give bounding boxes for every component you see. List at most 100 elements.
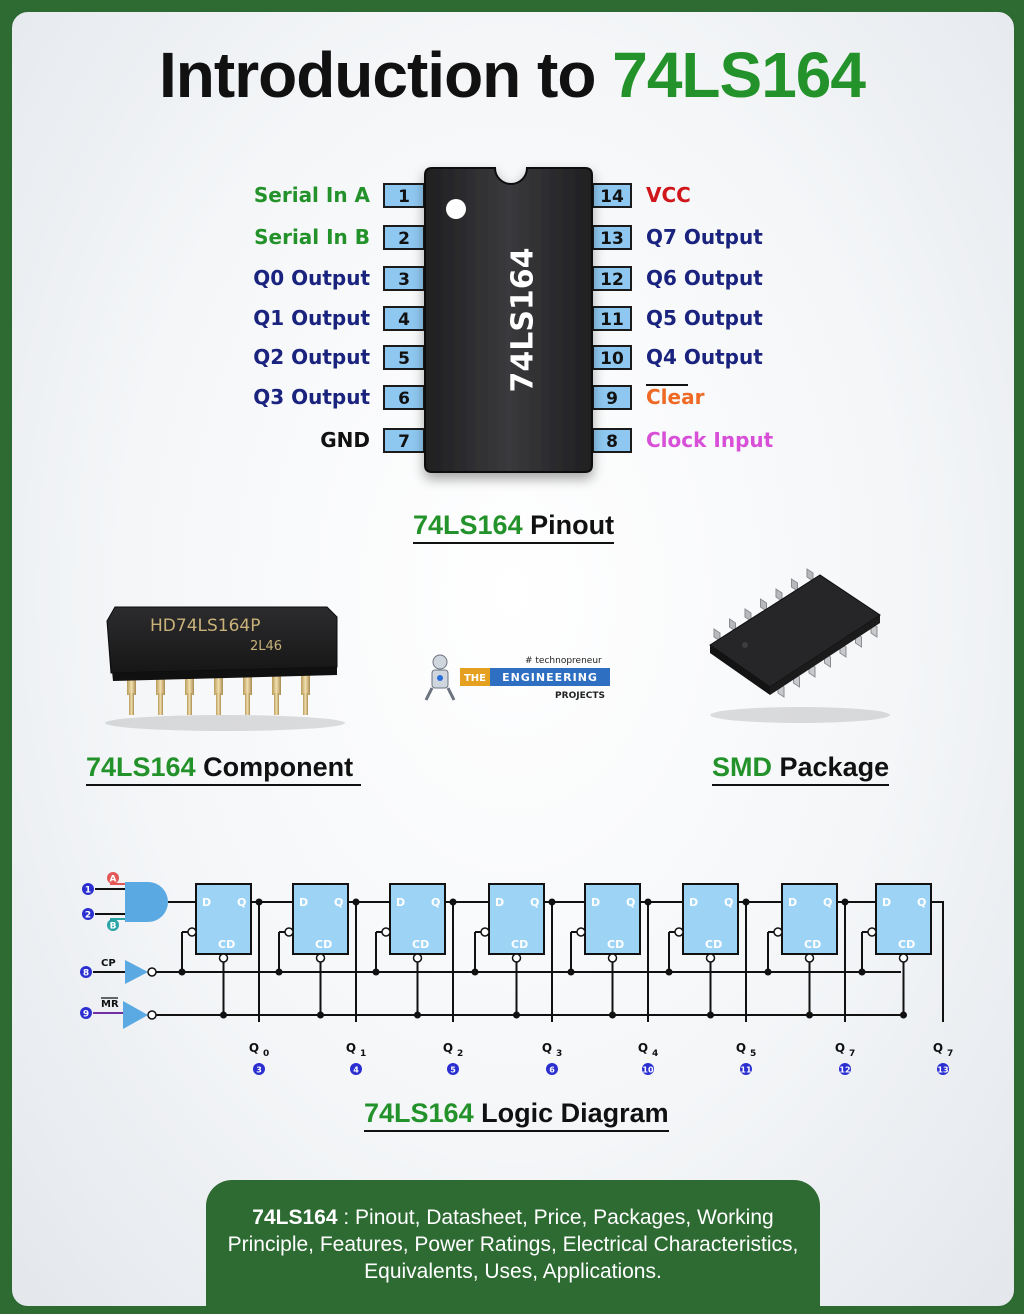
q-out-pin-6 <box>839 1063 851 1075</box>
wire <box>570 931 577 972</box>
wire <box>668 931 675 972</box>
pin-num-2: 2 <box>398 229 410 249</box>
dip-leg-tip <box>158 693 163 715</box>
ff-cd-label: CD <box>898 938 915 951</box>
logo-projects: PROJECTS <box>555 691 605 701</box>
junction-dot <box>806 1011 813 1019</box>
pin-num-10: 10 <box>600 349 624 369</box>
ff-cd-label: CD <box>412 938 429 951</box>
pin-label-11: Q5 Output <box>646 306 763 330</box>
ff-cd-label: CD <box>804 938 821 951</box>
ff-cd-label: CD <box>607 938 624 951</box>
q-out-label-2: Q <box>443 1041 453 1055</box>
q-out-pin-5 <box>740 1063 752 1075</box>
pin-label-14: VCC <box>646 183 691 207</box>
input-pin-8 <box>80 966 92 978</box>
mr-inverter <box>123 1001 148 1029</box>
input-pin-2 <box>82 908 94 920</box>
wire <box>931 901 944 1022</box>
pin-num-7: 7 <box>398 432 410 452</box>
wire <box>861 931 868 972</box>
ff-clock-bubble <box>480 927 490 937</box>
q-out-pin-num-3: 6 <box>549 1066 555 1075</box>
q-out-pin-num-0: 3 <box>256 1066 262 1075</box>
q-out-label-3: Q <box>542 1041 552 1055</box>
dip-code: 2L46 <box>250 639 282 654</box>
ff-clock-bubble <box>576 927 586 937</box>
smd-leg <box>729 618 736 632</box>
q-out-pin-3 <box>546 1063 558 1075</box>
pin-num-13: 13 <box>600 229 624 249</box>
q-out-sub-7: 7 <box>947 1049 953 1059</box>
smd-leg <box>775 588 783 602</box>
junction-dot <box>665 968 673 976</box>
pin-label-7: GND <box>320 428 370 452</box>
q-out-pin-num-4: 10 <box>642 1066 654 1075</box>
ff-q-label: Q <box>237 896 246 909</box>
title-highlight: 74LS164 <box>612 39 866 111</box>
junction-dot <box>317 1011 324 1019</box>
q-out-label-7: Q <box>933 1041 943 1055</box>
ff-q-label: Q <box>530 896 539 909</box>
ff-clock-bubble <box>674 927 684 937</box>
q-out-pin-num-2: 5 <box>450 1066 456 1075</box>
q-out-pin-1 <box>350 1063 362 1075</box>
engineering-projects-logo: # technopreneur THE ENGINEERING PROJECTS <box>424 654 610 701</box>
input-a-marker <box>107 872 119 884</box>
pin-label-10: Q4 Output <box>646 345 763 369</box>
pin-label-2: Serial In B <box>254 225 370 249</box>
dip-leg <box>214 665 223 695</box>
junction-dot <box>414 1011 421 1019</box>
ff-clear-bubble <box>315 953 326 963</box>
ff-q-label: Q <box>626 896 635 909</box>
caption-logic: 74LS164 Logic Diagram <box>364 1098 669 1132</box>
pin-label-1: Serial In A <box>254 183 371 207</box>
flip-flop-2 <box>389 883 446 955</box>
q-out-pin-2 <box>447 1063 459 1075</box>
mr-label: MR <box>101 999 119 1010</box>
junction-dot <box>220 1011 227 1019</box>
q-out-sub-2: 2 <box>457 1049 463 1059</box>
ff-d-label: D <box>202 896 211 909</box>
ff-d-label: D <box>882 896 891 909</box>
title-prefix: Introduction to <box>159 39 596 111</box>
logo-engineering: ENGINEERING <box>502 671 598 684</box>
dip-leg-tip <box>274 693 279 715</box>
pin-label-3: Q0 Output <box>253 266 370 290</box>
ff-clear-bubble <box>412 953 423 963</box>
dip-marking: HD74LS164P <box>150 616 260 636</box>
smd-leg <box>744 608 752 622</box>
junction-dot <box>567 968 575 976</box>
pin-label-5: Q2 Output <box>253 345 370 369</box>
pin-num-3: 3 <box>398 270 410 290</box>
junction-dot <box>764 968 772 976</box>
ff-cd-label: CD <box>315 938 332 951</box>
pin-label-9: Clear <box>646 385 705 409</box>
ff-q-label: Q <box>334 896 343 909</box>
dip-leg-tip <box>303 693 308 715</box>
ff-clear-bubble <box>804 953 815 963</box>
dip-leg-tip <box>129 693 134 715</box>
q-out-pin-num-5: 11 <box>740 1066 752 1075</box>
q-out-label-1: Q <box>346 1041 356 1055</box>
ff-q-label: Q <box>431 896 440 909</box>
junction-dot <box>900 1011 907 1019</box>
pin-num-8: 8 <box>606 432 618 452</box>
chip-label: 74LS164 <box>506 247 541 392</box>
pin1-dot <box>446 199 466 219</box>
q-out-pin-4 <box>642 1063 654 1075</box>
input-pin-2-label: 2 <box>85 911 91 921</box>
ff-clear-bubble <box>511 953 522 963</box>
pin-num-1: 1 <box>398 187 410 207</box>
caption-pinout: 74LS164 Pinout <box>413 510 615 544</box>
ff-d-label: D <box>299 896 308 909</box>
logo-the: THE <box>464 673 486 684</box>
q-out-sub-4: 4 <box>652 1049 658 1059</box>
caption-component: 74LS164 Component <box>86 752 361 786</box>
wire <box>767 931 774 972</box>
ff-cd-label: CD <box>511 938 528 951</box>
ff-d-label: D <box>689 896 698 909</box>
q-out-sub-5: 5 <box>750 1049 756 1059</box>
